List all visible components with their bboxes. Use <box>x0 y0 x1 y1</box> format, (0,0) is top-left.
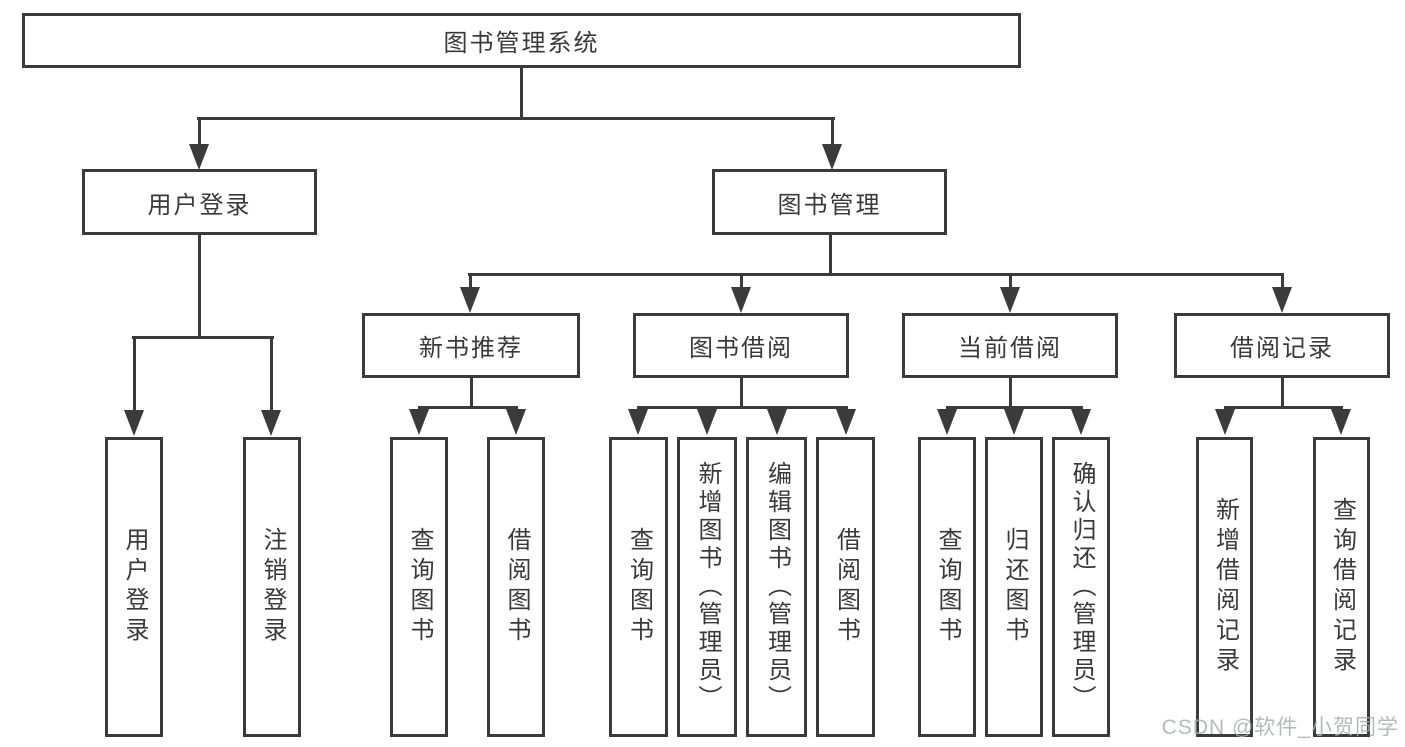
node-current-borrowing: 当前借阅 <box>902 313 1118 378</box>
leaf-borrow-books-recommend: 借阅图书 <box>487 437 545 737</box>
node-label: 当前借阅 <box>958 335 1062 362</box>
connector-line <box>831 120 834 146</box>
leaf-query-books-borrow: 查询图书 <box>609 437 668 737</box>
node-label: 借阅图书 <box>503 527 530 647</box>
node-book-borrowing: 图书借阅 <box>633 313 849 378</box>
leaf-query-books-recommend: 查询图书 <box>390 437 448 737</box>
leaf-borrow-books: 借阅图书 <box>816 437 875 737</box>
connector-line <box>1281 276 1284 289</box>
node-label: 查询图书 <box>625 527 653 647</box>
arrow-down-icon <box>124 410 144 436</box>
node-label: 用户登录 <box>147 191 252 219</box>
connector-line <box>198 120 201 146</box>
arrow-down-icon <box>767 409 787 435</box>
connector-line <box>418 406 518 409</box>
arrow-down-icon <box>1215 409 1235 435</box>
node-user-login: 用户登录 <box>82 169 317 235</box>
connector-line <box>270 339 273 411</box>
arrow-down-icon <box>937 409 957 435</box>
arrow-down-icon <box>1272 287 1292 313</box>
arrow-down-icon <box>506 409 526 435</box>
leaf-logout: 注销登录 <box>243 437 301 737</box>
node-label: 查询图书 <box>934 527 961 647</box>
node-label: 新增图书（管理员） <box>694 461 721 713</box>
watermark-text: CSDN @软件_小贺同学 <box>1161 716 1399 739</box>
node-label: 归还图书 <box>1001 527 1028 647</box>
node-label: 确认归还（管理员） <box>1068 461 1095 713</box>
arrow-down-icon <box>460 287 480 313</box>
connector-line <box>637 406 848 409</box>
node-label: 图书借阅 <box>689 335 793 362</box>
leaf-confirm-return-admin: 确认归还（管理员） <box>1052 437 1110 737</box>
arrow-down-icon <box>261 410 281 436</box>
node-label: 新书推荐 <box>419 335 523 362</box>
node-library-management-system: 图书管理系统 <box>22 13 1021 68</box>
node-label: 借阅图书 <box>832 527 860 647</box>
leaf-add-books-admin: 新增图书（管理员） <box>677 437 737 737</box>
connector-line <box>133 339 136 411</box>
arrow-down-icon <box>731 287 751 313</box>
leaf-query-books-current: 查询图书 <box>918 437 976 737</box>
leaf-edit-books-admin: 编辑图书（管理员） <box>746 437 807 737</box>
node-label: 编辑图书（管理员） <box>763 461 791 713</box>
arrow-down-icon <box>628 409 648 435</box>
connector-line <box>468 273 1284 276</box>
node-book-management: 图书管理 <box>712 169 947 235</box>
connector-line <box>1281 378 1284 409</box>
connector-line <box>740 276 743 289</box>
connector-line <box>740 378 743 409</box>
connector-line <box>198 235 201 336</box>
connector-line <box>1009 276 1012 289</box>
node-label: 新增借阅记录 <box>1211 497 1239 677</box>
leaf-add-borrow-record: 新增借阅记录 <box>1196 437 1253 737</box>
connector-line <box>132 336 274 339</box>
arrow-down-icon <box>1000 287 1020 313</box>
connector-line <box>946 406 1083 409</box>
arrow-down-icon <box>697 409 717 435</box>
arrow-down-icon <box>1004 409 1024 435</box>
node-label: 注销登录 <box>259 527 286 647</box>
node-label: 借阅记录 <box>1230 335 1334 362</box>
arrow-down-icon <box>409 409 429 435</box>
connector-line <box>520 68 523 119</box>
connector-line <box>1224 406 1343 409</box>
node-label: 图书管理 <box>777 191 882 219</box>
node-new-book-recommend: 新书推荐 <box>362 313 580 378</box>
connector-line <box>1009 378 1012 409</box>
connector-line <box>470 378 473 409</box>
node-label: 图书管理系统 <box>443 30 600 57</box>
node-label: 用户登录 <box>121 527 148 647</box>
arrow-down-icon <box>836 409 856 435</box>
node-label: 查询借阅记录 <box>1328 497 1356 677</box>
arrow-down-icon <box>189 144 209 170</box>
arrow-down-icon <box>822 144 842 170</box>
connector-line <box>469 276 472 289</box>
connector-line <box>197 117 835 120</box>
leaf-user-login: 用户登录 <box>105 437 163 737</box>
arrow-down-icon <box>1071 409 1091 435</box>
connector-line <box>829 235 832 273</box>
arrow-down-icon <box>1331 409 1351 435</box>
leaf-query-borrow-record: 查询借阅记录 <box>1313 437 1370 737</box>
leaf-return-books: 归还图书 <box>985 437 1043 737</box>
node-borrowing-records: 借阅记录 <box>1174 313 1390 378</box>
node-label: 查询图书 <box>406 527 433 647</box>
